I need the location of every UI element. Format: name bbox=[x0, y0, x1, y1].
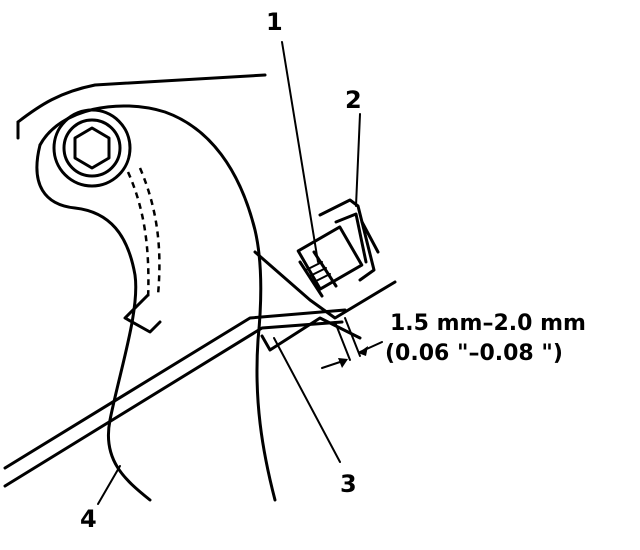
callout-3: 3 bbox=[340, 470, 357, 498]
leader-3 bbox=[273, 337, 341, 463]
pivot-bolt-inner bbox=[62, 118, 122, 178]
arrowhead-right bbox=[358, 346, 368, 356]
pivot-bolt-outer bbox=[52, 108, 132, 188]
hidden-rod bbox=[126, 171, 150, 301]
leader-4 bbox=[97, 465, 121, 505]
clamp-stud bbox=[360, 220, 380, 254]
dimension-metric: 1.5 mm–2.0 mm bbox=[390, 311, 586, 336]
leader-2 bbox=[355, 113, 361, 207]
cable-rod-lower bbox=[3, 320, 344, 488]
gap-line-b bbox=[344, 317, 361, 357]
callout-1: 1 bbox=[266, 8, 283, 36]
adjuster-threads bbox=[305, 261, 331, 283]
lever-arm bbox=[35, 143, 152, 502]
housing-outline bbox=[16, 73, 267, 124]
cable-rod bbox=[3, 308, 347, 470]
hidden-rod-2 bbox=[138, 167, 161, 296]
bracket-lower bbox=[260, 316, 362, 352]
gap-line-a bbox=[334, 321, 351, 361]
lever-arm-upper-edge bbox=[38, 104, 277, 502]
dimension-imperial: (0.06 "–0.08 ") bbox=[385, 341, 563, 366]
adjuster-nut bbox=[296, 225, 364, 291]
rod-hook bbox=[123, 293, 162, 334]
callout-4: 4 bbox=[80, 505, 97, 533]
leader-1 bbox=[281, 41, 319, 263]
callout-2: 2 bbox=[345, 86, 362, 114]
hex-socket-icon bbox=[73, 126, 111, 170]
clamp-inner bbox=[334, 212, 368, 264]
clamp bbox=[318, 198, 376, 282]
bracket bbox=[253, 250, 397, 320]
arrowhead-left bbox=[338, 358, 348, 368]
